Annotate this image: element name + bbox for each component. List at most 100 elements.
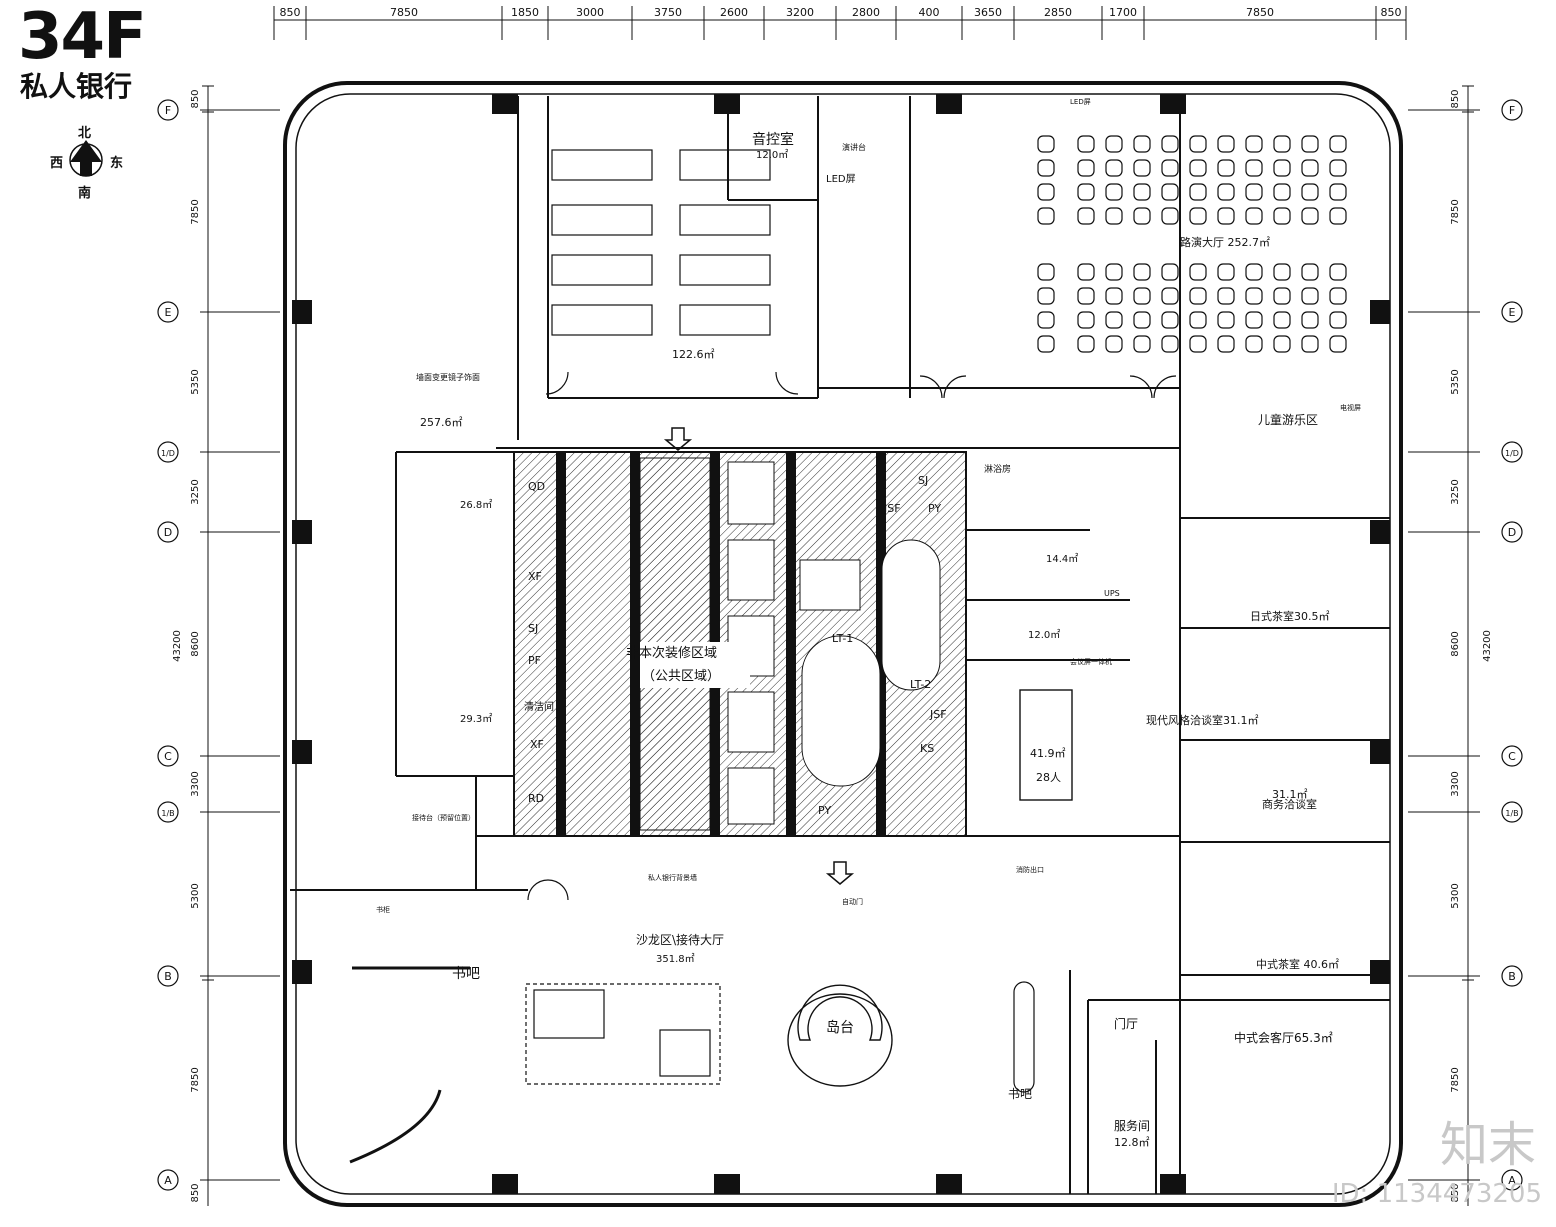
- dim-total: 43200: [1482, 630, 1493, 662]
- dim-side-label: 5350: [1450, 369, 1461, 394]
- dim-top-label: 850: [280, 6, 301, 19]
- axis-label: C: [164, 750, 172, 763]
- core-label: PY: [928, 502, 941, 515]
- label-kids: 儿童游乐区: [1258, 412, 1318, 427]
- core-label: LT-1: [832, 632, 853, 645]
- axis-label: E: [165, 306, 172, 319]
- dim-side-label: 3300: [1450, 771, 1461, 796]
- island-counter: [787, 984, 893, 1087]
- dim-side-label: 8600: [190, 631, 201, 656]
- label-roadshow: 路演大厅 252.7㎡: [1180, 235, 1270, 249]
- label-office-area: 122.6㎡: [672, 348, 715, 361]
- axis-label: 1/B: [1505, 809, 1518, 818]
- salon-lounge: [349, 966, 1035, 1164]
- dim-top-label: 1700: [1109, 6, 1137, 19]
- label-chinese-tea: 中式茶室 40.6㎡: [1256, 957, 1339, 971]
- label-tv-wall: 电视屏: [1340, 403, 1361, 412]
- entry-arrows: [663, 427, 855, 885]
- label-service: 服务间: [1114, 1118, 1150, 1133]
- label-control-room: 音控室: [752, 131, 794, 148]
- label-bookbar-2: 书吧: [1008, 1087, 1032, 1101]
- label-core-note-2: （公共区域）: [642, 669, 720, 684]
- dim-top-label: 3000: [576, 6, 604, 19]
- north-arrow-icon: [69, 140, 103, 177]
- axis-label: D: [1508, 526, 1516, 539]
- label-bookbar: 书吧: [452, 966, 480, 982]
- label-salon-area: 351.8㎡: [656, 953, 695, 965]
- dim-top-label: 2850: [1044, 6, 1072, 19]
- core-label: SJ: [918, 474, 928, 487]
- axis-label: A: [164, 1174, 172, 1187]
- meeting-table: [1019, 689, 1073, 801]
- dim-top-label: 7850: [390, 6, 418, 19]
- label-fire-exit: 消防出口: [1016, 865, 1044, 874]
- label-backdrop: 私人银行背景墙: [648, 873, 697, 882]
- label-modern-room: 现代风格洽谈室31.1㎡: [1146, 713, 1259, 727]
- dimension-side: 850 7850 5350 3250 8600 3300 5300 7850 850 850 785…: [172, 85, 1493, 1206]
- watermark: 知末: [1439, 1117, 1536, 1173]
- label-podium: 演讲台: [842, 142, 866, 152]
- axis-label: B: [1508, 970, 1516, 983]
- dim-top-label: 400: [919, 6, 940, 19]
- label-service-area: 12.8㎡: [1114, 1136, 1150, 1149]
- compass-north: 北: [78, 126, 92, 141]
- label-meeting-seats: 28人: [1036, 771, 1061, 784]
- core-label: RD: [528, 792, 544, 805]
- label-gym-area: 257.6㎡: [420, 416, 463, 429]
- dim-side-label: 7850: [1450, 199, 1461, 224]
- label-mirror-note: 墙面变更镜子饰面: [416, 372, 480, 382]
- dim-side-label: 7850: [1450, 1067, 1461, 1092]
- dim-total: 43200: [172, 630, 183, 662]
- axis-label: D: [164, 526, 172, 539]
- label-control-area: 12.0㎡: [756, 149, 788, 161]
- label-japanese-tea: 日式茶室30.5㎡: [1250, 609, 1330, 623]
- label-meeting-tv: 会议屏一体机: [1070, 657, 1112, 666]
- label-cleaning: 清洁间: [524, 700, 554, 713]
- label-ups: UPS: [1104, 589, 1120, 598]
- dim-side-label: 850: [190, 89, 201, 108]
- columns: [292, 94, 1390, 1194]
- core-label: SJ: [528, 622, 538, 635]
- dim-top-label: 1850: [511, 6, 539, 19]
- core-label: LT-2: [910, 678, 931, 691]
- label-auto-door: 自动门: [842, 897, 863, 906]
- dim-side-label: 7850: [190, 199, 201, 224]
- dim-top-label: 3750: [654, 6, 682, 19]
- dim-top-label: 3200: [786, 6, 814, 19]
- office-desks: [551, 149, 771, 336]
- core-label: JSF: [883, 502, 901, 515]
- label-shelf: 书柜: [376, 905, 390, 914]
- core-label: PF: [528, 654, 541, 667]
- label-led-2: LED屏: [1070, 98, 1091, 106]
- axis-label: E: [1509, 306, 1516, 319]
- dim-side-label: 3250: [1450, 479, 1461, 504]
- dim-side-label: 8600: [1450, 631, 1461, 656]
- axis-label: F: [1509, 104, 1515, 117]
- label-lounge: 中式会客厅65.3㎡: [1234, 1030, 1333, 1045]
- label-biz-room: 商务洽谈室: [1262, 797, 1317, 811]
- dim-side-label: 7850: [190, 1067, 201, 1092]
- dim-top-label: 850: [1381, 6, 1402, 19]
- dim-side-label: 5300: [190, 883, 201, 908]
- label-reception: 接待台（预留位置）: [412, 813, 475, 822]
- core-label: KS: [920, 742, 934, 755]
- axis-label: 1/D: [1505, 449, 1519, 458]
- label-locker-2: 29.3㎡: [460, 713, 492, 725]
- label-bath: 淋浴房: [984, 463, 1011, 475]
- label-sub-room-1: 14.4㎡: [1046, 553, 1078, 565]
- label-led: LED屏: [826, 173, 856, 185]
- dim-top-label: 2800: [852, 6, 880, 19]
- axis-label: A: [1508, 1174, 1516, 1187]
- compass: 北 南 东 西: [48, 124, 128, 201]
- dim-side-label: 850: [1450, 89, 1461, 108]
- compass-west: 西: [50, 156, 64, 171]
- doors: [527, 371, 1177, 901]
- dim-side-label: 3300: [190, 771, 201, 796]
- label-locker-1: 26.8㎡: [460, 499, 492, 511]
- dim-side-label: 850: [1450, 1183, 1461, 1202]
- label-foyer: 门厅: [1114, 1016, 1138, 1031]
- label-meeting-area: 41.9㎡: [1030, 747, 1066, 760]
